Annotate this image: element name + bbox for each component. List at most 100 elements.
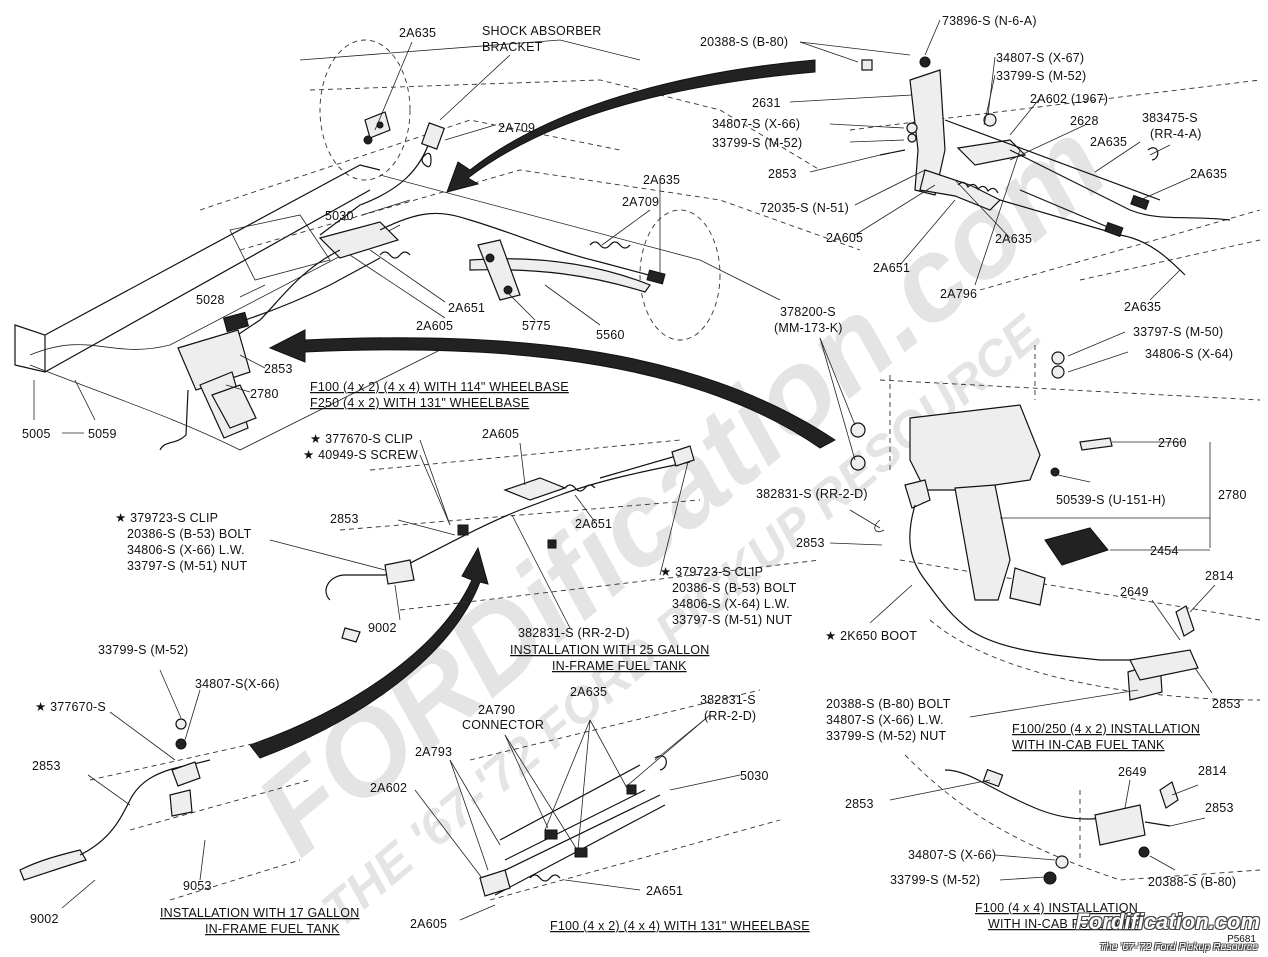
label-9053: 9053 [183, 879, 212, 893]
label-2a790: 2A790 [478, 703, 515, 717]
label-2760: 2760 [1158, 436, 1187, 450]
label-34807-br: 34807-S (X-66) [908, 848, 996, 862]
label-nut-33797-b: 33797-S (M-51) NUT [672, 613, 792, 627]
callout-arrow-mid [268, 329, 836, 449]
label-2a790-connector: CONNECTOR [462, 718, 544, 732]
label-2853-br: 2853 [845, 797, 874, 811]
label-2853-bl: 2853 [32, 759, 61, 773]
label-2649-br: 2649 [1118, 765, 1147, 779]
label-2631: 2631 [752, 96, 781, 110]
caption-incab250-2: WITH IN-CAB FUEL TANK [1012, 738, 1165, 752]
label-2853-tr: 2853 [768, 167, 797, 181]
label-5005: 5005 [22, 427, 51, 441]
label-5028: 5028 [196, 293, 225, 307]
label-2780-r: 2780 [1218, 488, 1247, 502]
label-378200-b: (MM-173-K) [774, 321, 843, 335]
label-2a651-c: 2A651 [575, 517, 612, 531]
label-2a651-ml: 2A651 [448, 301, 485, 315]
label-377670-bl: ★ 377670-S [35, 700, 106, 714]
label-bolt-20386-b: 20386-S (B-53) BOLT [672, 581, 797, 595]
wb131-inset-drawing [469, 689, 781, 901]
label-9002-c: 9002 [368, 621, 397, 635]
label-bolt-r-1: 20388-S (B-80) BOLT [826, 697, 951, 711]
label-5030-tl: 5030 [325, 209, 354, 223]
label-2a602-bm: 2A602 [370, 781, 407, 795]
label-5030-bm: 5030 [740, 769, 769, 783]
label-2a605-c: 2A605 [482, 427, 519, 441]
label-bolt-r-3: 33799-S (M-52) NUT [826, 729, 946, 743]
label-2814-r: 2814 [1205, 569, 1234, 583]
label-382831-r: 382831-S (RR-2-D) [756, 487, 868, 501]
pedal-inset-drawing [850, 345, 1261, 701]
incab-4x4-inset-drawing [904, 754, 1261, 885]
caption-main-2: F250 (4 x 2) WITH 131" WHEELBASE [310, 396, 529, 410]
label-2a635-tr-a: 2A635 [1090, 135, 1127, 149]
label-2454: 2454 [1150, 544, 1179, 558]
label-382831-bm-a: 382831-S [700, 693, 756, 707]
label-383475-a: 383475-S [1142, 111, 1198, 125]
label-2853-c: 2853 [330, 512, 359, 526]
label-34806-x64-r: 34806-S (X-64) [1145, 347, 1233, 361]
caption-wb131: F100 (4 x 2) (4 x 4) WITH 131" WHEELBASE [550, 919, 810, 933]
leader-lines [33, 19, 1216, 921]
label-33799-m52-a: 33799-S (M-52) [996, 69, 1086, 83]
label-clip-377670: ★ 377670-S CLIP [310, 432, 413, 446]
label-2a651-bm: 2A651 [646, 884, 683, 898]
tank17-inset-drawing [19, 718, 311, 901]
label-lw-34806-b: 34806-S (X-64) L.W. [672, 597, 790, 611]
label-33799-br: 33799-S (M-52) [890, 873, 980, 887]
label-72035: 72035-S (N-51) [760, 201, 849, 215]
label-9002-bl: 9002 [30, 912, 59, 926]
labels: SHOCK ABSORBER BRACKET 2A635 2A709 5030 … [22, 14, 1247, 936]
label-378200-a: 378200-S [780, 305, 836, 319]
label-382831-bm-b: (RR-2-D) [704, 709, 756, 723]
label-383475-b: (RR-4-A) [1150, 127, 1202, 141]
tank25-inset-drawing [325, 439, 821, 643]
label-20388-tr: 20388-S (B-80) [700, 35, 788, 49]
footer-tagline: The '67-'72 Ford Pickup Resource [1099, 941, 1258, 953]
caption-incab4x4-1: F100 (4 x 4) INSTALLATION [975, 901, 1138, 915]
plate-id: P5681 [1227, 934, 1256, 945]
label-2649-r: 2649 [1120, 585, 1149, 599]
label-2a605-tr: 2A605 [826, 231, 863, 245]
bracket-inset-drawing [849, 56, 1261, 291]
label-73896: 73896-S (N-6-A) [942, 14, 1037, 28]
label-2780-ml: 2780 [250, 387, 279, 401]
label-lw-34806: 34806-S (X-66) L.W. [127, 543, 245, 557]
label-clip-379723-b: ★ 379723-S CLIP [660, 565, 763, 579]
label-screw-40949: ★ 40949-S SCREW [303, 448, 418, 462]
callout-arrow-low [249, 546, 489, 759]
label-bolt-r-2: 34807-S (X-66) L.W. [826, 713, 944, 727]
label-2a605-bm: 2A605 [410, 917, 447, 931]
caption-tank25-1: INSTALLATION WITH 25 GALLON [510, 643, 709, 657]
label-5560: 5560 [596, 328, 625, 342]
label-5059: 5059 [88, 427, 117, 441]
caption-main-1: F100 (4 x 2) (4 x 4) WITH 114" WHEELBASE [310, 380, 569, 394]
label-34807-x67: 34807-S (X-67) [996, 51, 1084, 65]
label-bolt-20386: 20386-S (B-53) BOLT [127, 527, 252, 541]
label-2a793: 2A793 [415, 745, 452, 759]
label-34807-x66-tr: 34807-S (X-66) [712, 117, 800, 131]
label-2a635-tr-b: 2A635 [1190, 167, 1227, 181]
label-2a796: 2A796 [940, 287, 977, 301]
label-33799-m52-b: 33799-S (M-52) [712, 136, 802, 150]
footer-brand: Fordification.com [1075, 909, 1260, 934]
label-20388-br: 20388-S (B-80) [1148, 875, 1236, 889]
label-33799-bl: 33799-S (M-52) [98, 643, 188, 657]
frame-assembly-drawing [14, 39, 861, 451]
label-clip-379723: ★ 379723-S CLIP [115, 511, 218, 525]
label-2a635-tm: 2A635 [643, 173, 680, 187]
label-2853-r-b: 2853 [1212, 697, 1241, 711]
label-382831-c: 382831-S (RR-2-D) [518, 626, 630, 640]
label-2853-br-b: 2853 [1205, 801, 1234, 815]
label-50539: 50539-S (U-151-H) [1056, 493, 1166, 507]
callout-arrow-top [446, 59, 816, 193]
label-shock-bracket-1: SHOCK ABSORBER [482, 24, 602, 38]
caption-incab250-1: F100/250 (4 x 2) INSTALLATION [1012, 722, 1200, 736]
caption-tank17-2: IN-FRAME FUEL TANK [205, 922, 340, 936]
label-2k650-boot: ★ 2K650 BOOT [825, 629, 917, 643]
label-2a651-tr: 2A651 [873, 261, 910, 275]
caption-incab4x4-2: WITH IN-CAB FUEL TANK [988, 917, 1141, 931]
